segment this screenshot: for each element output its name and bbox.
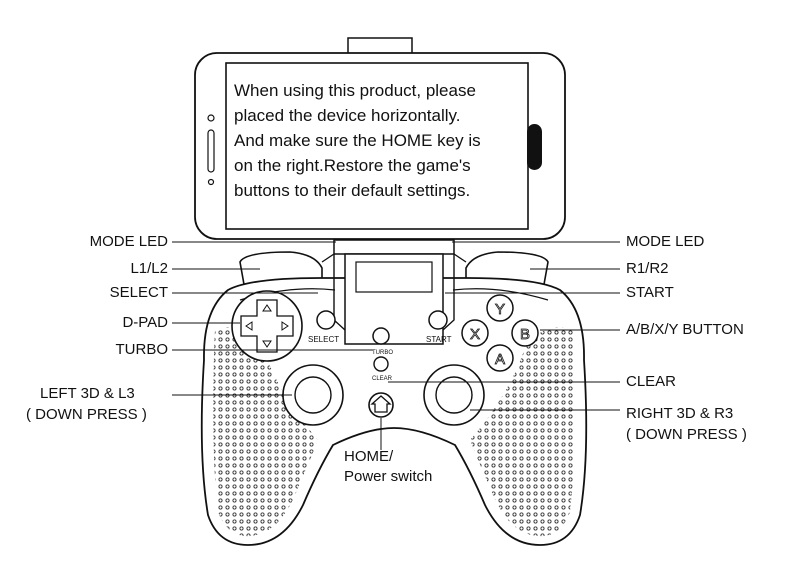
x-mark: X — [470, 326, 480, 343]
clear-mark: CLEAR — [372, 376, 393, 382]
instruction-line-4: on the right.Restore the game's — [234, 156, 471, 175]
label-mode-led-left: MODE LED — [89, 233, 168, 250]
right-stick[interactable] — [423, 364, 485, 426]
y-button[interactable] — [486, 294, 514, 322]
instruction-line-3: And make sure the HOME key is — [234, 131, 481, 150]
phone-clamp-tab — [347, 37, 413, 55]
label-left-3d-press: ( DOWN PRESS ) — [26, 406, 147, 423]
label-mode-led-right: MODE LED — [626, 233, 705, 250]
clear-button[interactable] — [373, 356, 389, 372]
instruction-line-2: placed the device horizontally. — [234, 106, 461, 125]
start-mark: START — [426, 335, 452, 344]
phone-camera — [207, 114, 215, 122]
label-select: SELECT — [109, 284, 168, 301]
phone — [194, 52, 566, 240]
start-button[interactable] — [428, 310, 448, 330]
instruction-line-1: When using this product, please — [234, 81, 476, 100]
label-turbo: TURBO — [115, 341, 169, 358]
phone-screen — [225, 62, 529, 230]
phone-home-key — [527, 124, 542, 170]
turbo-button[interactable] — [372, 327, 390, 345]
phone-instruction-text: When using this product, please placed t… — [234, 78, 524, 203]
x-button[interactable] — [461, 319, 489, 347]
phone-holder — [321, 239, 467, 345]
b-mark: B — [520, 326, 530, 343]
select-button[interactable] — [316, 310, 336, 330]
y-mark: Y — [495, 301, 505, 318]
b-button[interactable] — [511, 319, 539, 347]
phone-sensor — [207, 178, 215, 186]
label-left-3d: LEFT 3D & L3 — [40, 385, 135, 402]
label-power-switch: Power switch — [344, 468, 433, 485]
label-dpad: D-PAD — [122, 314, 168, 331]
home-button[interactable] — [368, 392, 394, 418]
label-clear: CLEAR — [626, 373, 677, 390]
dpad[interactable] — [231, 290, 303, 362]
label-start: START — [626, 284, 674, 301]
label-home: HOME/ — [344, 448, 394, 465]
a-mark: A — [495, 351, 505, 368]
face-buttons: Y X B A — [461, 294, 539, 372]
select-mark: SELECT — [308, 335, 339, 344]
label-abxy: A/B/X/Y BUTTON — [626, 321, 744, 338]
phone-speaker — [207, 129, 215, 173]
home-icon — [370, 395, 392, 413]
label-r1-r2: R1/R2 — [626, 260, 669, 277]
leader-lines-right — [388, 241, 620, 411]
label-right-3d-press: ( DOWN PRESS ) — [626, 426, 747, 443]
label-right-3d: RIGHT 3D & R3 — [626, 405, 734, 422]
controller-body — [200, 251, 588, 546]
leader-lines-left — [172, 241, 382, 450]
instruction-line-5: buttons to their default settings. — [234, 181, 471, 200]
label-l1-l2: L1/L2 — [130, 260, 168, 277]
turbo-mark: TURBO — [372, 350, 393, 356]
a-button[interactable] — [486, 344, 514, 372]
